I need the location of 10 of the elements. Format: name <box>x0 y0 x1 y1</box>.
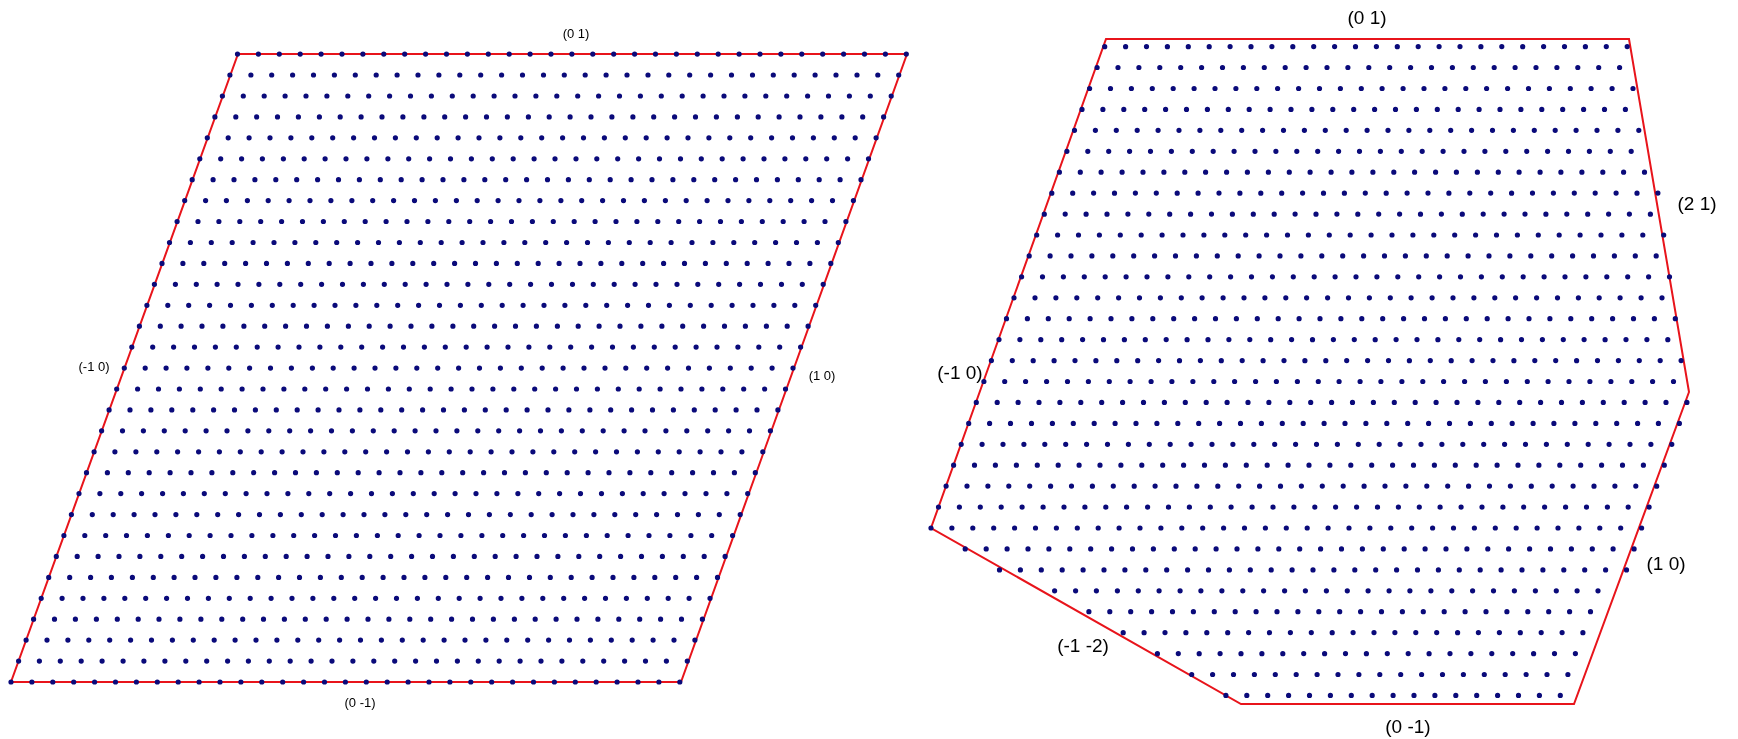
facet-index-label: (0 -1) <box>344 695 376 709</box>
facet-index-label: (0 1) <box>1347 7 1387 27</box>
facet-index-label: (2 1) <box>1677 193 1717 213</box>
facet-index-label: (1 0) <box>1646 553 1686 573</box>
facet-index-label: (-1 0) <box>937 362 983 382</box>
facet-index-label: (1 0) <box>808 368 836 382</box>
facet-index-label: (0 -1) <box>1385 716 1431 736</box>
facet-index-label: (0 1) <box>562 26 590 40</box>
facet-index-label: (-1 0) <box>78 359 110 373</box>
facet-index-label: (-1 -2) <box>1057 635 1109 655</box>
